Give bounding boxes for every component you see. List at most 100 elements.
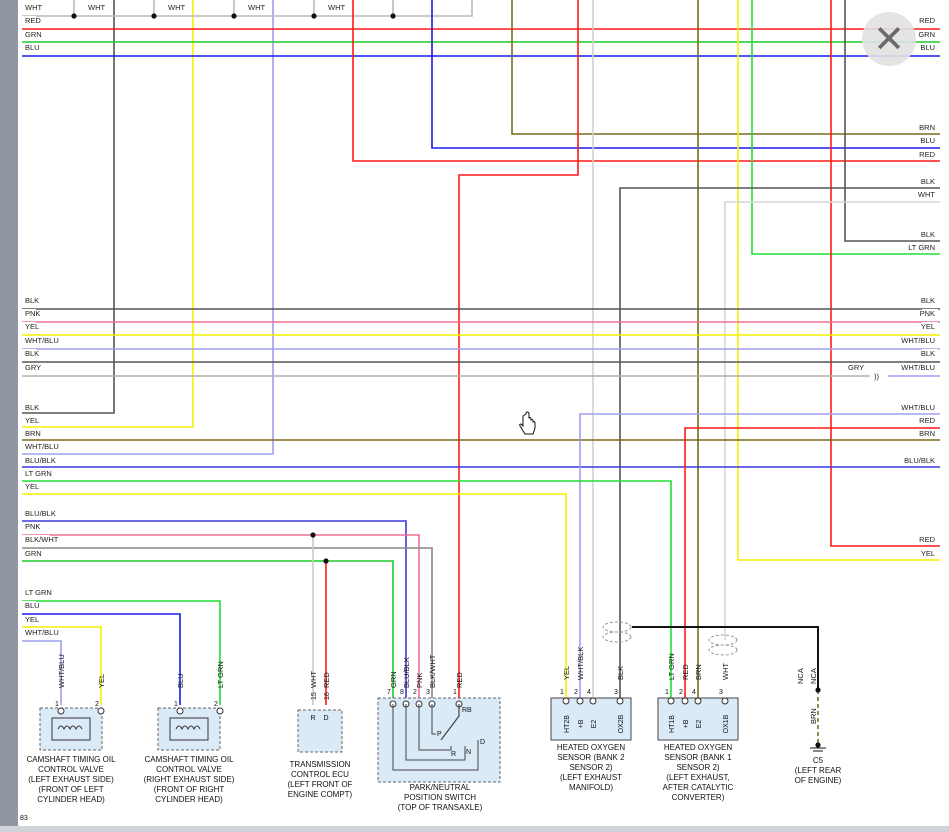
label-bg: [922, 296, 938, 304]
wire-label-right: BLU: [920, 43, 935, 52]
pin-number: 3: [719, 689, 723, 696]
wire-label-right: YEL: [921, 549, 935, 558]
component-caption: SENSOR (BANK 1: [664, 753, 732, 762]
switch-arm: [440, 704, 460, 741]
wire-code: BRN: [694, 664, 703, 680]
label-bg: [22, 601, 36, 609]
label-bg: [846, 363, 868, 371]
component-caption: AFTER CATALYTIC: [663, 783, 734, 792]
terminal-label: D: [323, 715, 328, 722]
label-bg: [903, 456, 938, 464]
wire-label-left: BLK: [25, 296, 39, 305]
wire-grn-switch: [22, 560, 394, 700]
hand-cursor-icon: [519, 411, 536, 435]
label-bg: [922, 322, 938, 330]
label-bg: [326, 3, 342, 11]
wire-label-right: RED: [919, 16, 935, 25]
splice-dot: [151, 13, 157, 19]
wire-code: RED: [455, 672, 464, 688]
pin-number: 1: [453, 689, 457, 696]
pin-number: 15: [311, 692, 318, 700]
wire-ltgrn-right: [751, 0, 940, 255]
label-bg: [22, 296, 36, 304]
label-bg: [22, 442, 50, 450]
wire-ltgrn-sensor: [22, 480, 672, 700]
component-box: [377, 697, 501, 783]
wire-label-left: GRN: [25, 30, 42, 39]
pin-number: 2: [95, 701, 99, 708]
shield-loop: [602, 631, 632, 643]
wire-red-to-switch: [458, 0, 579, 700]
wire-code: WHT/BLK: [576, 647, 585, 680]
component-caption: (LEFT EXHAUST,: [666, 773, 729, 782]
wire-label-right: LT GRN: [908, 243, 935, 252]
hand-cursor-shape: [519, 411, 536, 435]
label-bg: [922, 535, 938, 543]
wire-label-right: BLK: [921, 349, 935, 358]
wire-whtblu-vertical: [22, 0, 274, 455]
wire-code: LT GRN: [216, 661, 225, 688]
component-caption: POSITION SWITCH: [404, 793, 476, 802]
wire-label-left: YEL: [25, 416, 39, 425]
wire-label-left: YEL: [25, 482, 39, 491]
pin-terminal: [57, 707, 65, 715]
component-caption: C5: [813, 756, 824, 765]
component-caption: (FRONT OF RIGHT: [154, 785, 225, 794]
close-button[interactable]: ✕: [862, 12, 916, 66]
wire-label-left: WHT/BLU: [25, 336, 59, 345]
switch-contact-d: [392, 704, 479, 771]
label-bg: [922, 309, 938, 317]
terminal-label: R: [310, 715, 315, 722]
pin-terminal: [721, 697, 729, 705]
splice-dot: [390, 13, 396, 19]
wire-label-right: GRN: [918, 30, 935, 39]
wire-blk-right2: [844, 188, 940, 242]
splice-symbol: )): [874, 372, 879, 381]
wire-label-left: BLK/WHT: [25, 535, 59, 544]
pin-number: 4: [587, 689, 591, 696]
label-bg: [903, 363, 938, 371]
label-bg: [22, 16, 36, 24]
component-caption: (LEFT FRONT OF: [287, 780, 352, 789]
pin-number: 1: [665, 689, 669, 696]
close-icon[interactable]: ✕: [873, 17, 905, 61]
wire-code: BRN: [809, 708, 818, 724]
wire-red-sensor: [684, 427, 940, 700]
wire-ltgrn-cam: [22, 600, 221, 705]
pin-number: 2: [214, 701, 218, 708]
label-bg: [922, 177, 938, 185]
wire-label-left: BLU: [25, 43, 40, 52]
splice-dot: [815, 742, 821, 748]
wire-label-left: BLU/BLK: [25, 509, 56, 518]
component-caption: CAMSHAFT TIMING OIL: [26, 755, 116, 764]
switch-contact-p: [431, 704, 436, 735]
shield-loop: [602, 621, 632, 633]
pin-terminal: [589, 697, 597, 705]
component-caption: CONVERTER): [672, 793, 725, 802]
wire-label-left: BLU/BLK: [25, 456, 56, 465]
component-caption: TRANSMISSION: [290, 760, 351, 769]
pin-number: 2: [574, 689, 578, 696]
wire-label-right: WHT: [918, 190, 935, 199]
wire-brn-right: [511, 0, 940, 135]
component-box: [39, 707, 103, 751]
wire-blu-cam: [22, 613, 181, 705]
label-bg: [22, 456, 50, 464]
label-bg: [22, 482, 36, 490]
wire-code: BLU/BLK: [402, 657, 411, 688]
wire-label-top: WHT: [328, 3, 345, 12]
shield-loop: [708, 634, 738, 646]
wire-blublk-switch: [22, 520, 407, 700]
terminal-label: N: [466, 749, 471, 756]
label-bg: [922, 230, 938, 238]
wire-label-right: BRN: [919, 123, 935, 132]
label-bg: [22, 416, 36, 424]
wire-label-gry-mid: GRY: [848, 363, 864, 372]
camshaft-valve-0: [39, 707, 105, 751]
terminal-label: +B: [578, 719, 585, 728]
splice-dot: [815, 687, 821, 693]
component-caption: OF ENGINE): [795, 776, 842, 785]
pin-terminal: [562, 697, 570, 705]
label-bg: [22, 30, 36, 38]
